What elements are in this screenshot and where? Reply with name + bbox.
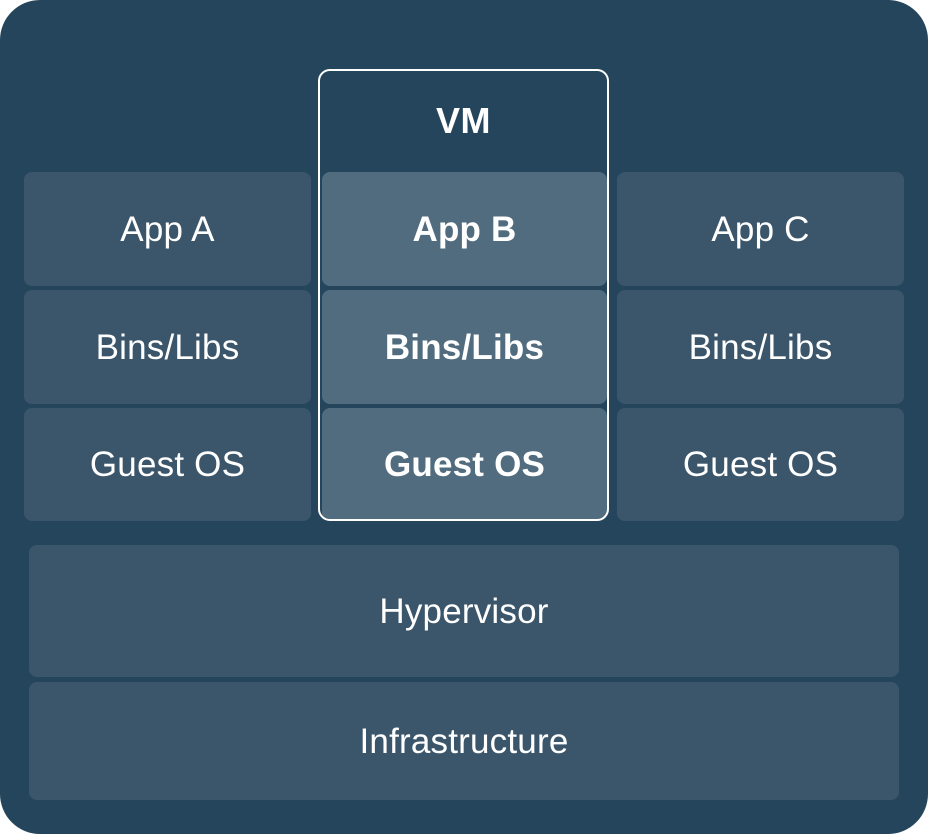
cell-app-c[interactable]: App C <box>617 172 904 286</box>
cell-guestos-b[interactable]: Guest OS <box>322 408 607 521</box>
layer-hypervisor[interactable]: Hypervisor <box>29 545 899 677</box>
layer-infrastructure[interactable]: Infrastructure <box>29 682 899 800</box>
cell-guestos-a[interactable]: Guest OS <box>24 408 311 521</box>
cell-app-a[interactable]: App A <box>24 172 311 286</box>
vm-label: VM <box>436 99 491 141</box>
cell-binslibs-b[interactable]: Bins/Libs <box>322 290 607 404</box>
cell-binslibs-c[interactable]: Bins/Libs <box>617 290 904 404</box>
cell-guestos-c[interactable]: Guest OS <box>617 408 904 521</box>
cell-binslibs-a[interactable]: Bins/Libs <box>24 290 311 404</box>
cell-app-b[interactable]: App B <box>322 172 607 286</box>
